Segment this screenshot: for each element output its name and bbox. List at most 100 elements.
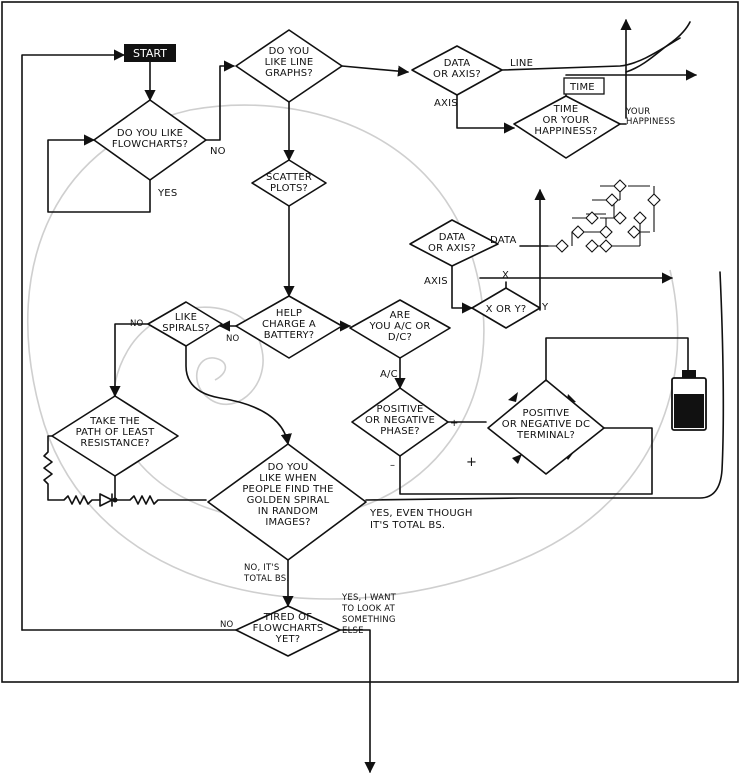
- text-line: OR YOUR: [542, 115, 589, 126]
- text-line: YOU A/C OR: [368, 321, 430, 332]
- text-line: LIKE: [175, 312, 197, 323]
- text-line: GOLDEN SPIRAL: [247, 495, 330, 506]
- text-line: RESISTANCE?: [80, 438, 149, 449]
- text-line: PATH OF LEAST: [76, 427, 156, 438]
- edge-spirals-yes: [185, 345, 292, 446]
- graph-rising-line: [625, 21, 691, 73]
- text-line: DATA: [444, 58, 471, 69]
- text-line: ARE: [390, 310, 411, 321]
- text-line: TERMINAL?: [516, 430, 575, 441]
- text-line: DATA: [439, 232, 466, 243]
- label-axis-2: AXIS: [424, 276, 448, 287]
- label-yes-flowcharts: YES: [157, 188, 177, 199]
- text-line: POSITIVE: [522, 408, 569, 419]
- label-line: LINE: [510, 58, 533, 69]
- text-line: OR AXIS?: [428, 243, 476, 254]
- panel-frame: [1, 1, 739, 683]
- label-data-2: DATA: [490, 235, 517, 246]
- label-y-axis: Y: [541, 302, 549, 313]
- text-line: TIME: [553, 104, 579, 115]
- text-line: OR AXIS?: [433, 69, 481, 80]
- edge-flowcharts-yes-loop: [47, 134, 151, 213]
- text-line: NO, IT'S: [244, 563, 279, 573]
- text-line: SOMETHING: [342, 615, 396, 625]
- text-line: TO LOOK AT: [341, 604, 396, 614]
- text-line: CHARGE A: [262, 319, 316, 330]
- edge-dataaxis-axis: [456, 94, 516, 134]
- label-minus-phase: –: [390, 460, 395, 471]
- text-line: PLOTS?: [270, 183, 308, 194]
- text-line: PHASE?: [380, 426, 420, 437]
- start-box[interactable]: START: [124, 44, 176, 62]
- label-no-spirals: NO: [130, 319, 144, 329]
- text-line: HELP: [276, 308, 302, 319]
- mini-scatter-flowchart: [548, 179, 661, 253]
- text-line: ELSE: [342, 626, 364, 636]
- text-line: X OR Y?: [486, 304, 527, 315]
- text-line: HAPPINESS?: [534, 126, 597, 137]
- text-line: FLOWCHARTS?: [112, 139, 188, 150]
- text-line: YET?: [275, 634, 301, 645]
- label-time: TIME: [569, 82, 595, 93]
- text-line: IT'S TOTAL BS.: [370, 520, 445, 531]
- node-x-or-y-text: X OR Y?: [486, 304, 527, 315]
- resistor-circuit: [43, 435, 207, 507]
- text-line: OR NEGATIVE DC: [502, 419, 591, 430]
- background-golden-spiral: [27, 104, 679, 600]
- label-axis-1: AXIS: [434, 98, 458, 109]
- text-line: LIKE LINE: [265, 57, 314, 68]
- edge-flowcharts-no: [205, 60, 236, 141]
- text-line: TIRED OF: [263, 612, 312, 623]
- label-no-battery: NO: [226, 334, 240, 344]
- time-box: [563, 77, 605, 95]
- text-line: HAPPINESS: [626, 117, 675, 127]
- text-line: DO YOU: [269, 46, 310, 57]
- label-no-flowcharts: NO: [210, 146, 226, 157]
- edge-axis2: [451, 264, 474, 314]
- text-line: PEOPLE FIND THE: [242, 484, 333, 495]
- node-x-or-y[interactable]: X OR Y?: [471, 287, 541, 329]
- label-plus-terminal: +: [466, 455, 477, 470]
- text-line: SCATTER: [266, 172, 312, 183]
- text-line: BATTERY?: [264, 330, 315, 341]
- start-label: START: [133, 47, 167, 60]
- text-line: DO YOU: [268, 462, 309, 473]
- label-plus-phase: +: [450, 418, 459, 429]
- text-line: SPIRALS?: [162, 323, 210, 334]
- text-line: OR NEGATIVE: [365, 415, 435, 426]
- text-line: YES, EVEN THOUGH: [369, 508, 473, 519]
- text-line: POSITIVE: [376, 404, 423, 415]
- text-line: TAKE THE: [89, 416, 140, 427]
- text-line: IN RANDOM: [258, 506, 318, 517]
